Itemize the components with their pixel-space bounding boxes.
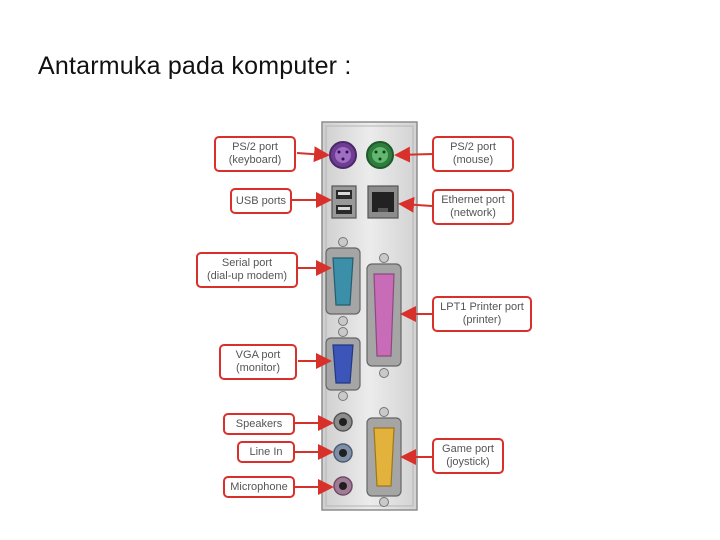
- printer-connector: [366, 253, 402, 378]
- callout-arrows: [291, 146, 433, 495]
- slide-title: Antarmuka pada komputer :: [38, 52, 352, 80]
- label-usb: USB ports: [230, 188, 292, 214]
- label-line-in: Line In: [237, 441, 295, 463]
- label-ps2-mouse: PS/2 port (mouse): [432, 136, 514, 172]
- arrow-ethernet: [398, 196, 433, 213]
- arrow-keyboard: [296, 146, 330, 163]
- label-ps2-keyboard: PS/2 port (keyboard): [214, 136, 296, 172]
- label-lpt1: LPT1 Printer port (printer): [432, 296, 532, 332]
- vga-connector: [325, 327, 361, 401]
- label-ethernet: Ethernet port (network): [432, 189, 514, 225]
- label-microphone: Microphone: [223, 476, 295, 498]
- label-serial: Serial port (dial-up modem): [196, 252, 298, 288]
- label-vga: VGA port (monitor): [219, 344, 297, 380]
- ethernet-connector: [367, 185, 399, 219]
- label-speakers: Speakers: [223, 413, 295, 435]
- arrow-mouse: [394, 146, 433, 163]
- ps2-mouse-connector: [366, 141, 394, 169]
- line-in-jack: [333, 443, 353, 463]
- microphone-jack: [333, 476, 353, 496]
- game-connector: [366, 407, 402, 507]
- serial-connector: [325, 237, 361, 326]
- speakers-jack: [333, 412, 353, 432]
- label-game: Game port (joystick): [432, 438, 504, 474]
- usb-connectors: [331, 185, 357, 219]
- ps2-keyboard-connector: [329, 141, 357, 169]
